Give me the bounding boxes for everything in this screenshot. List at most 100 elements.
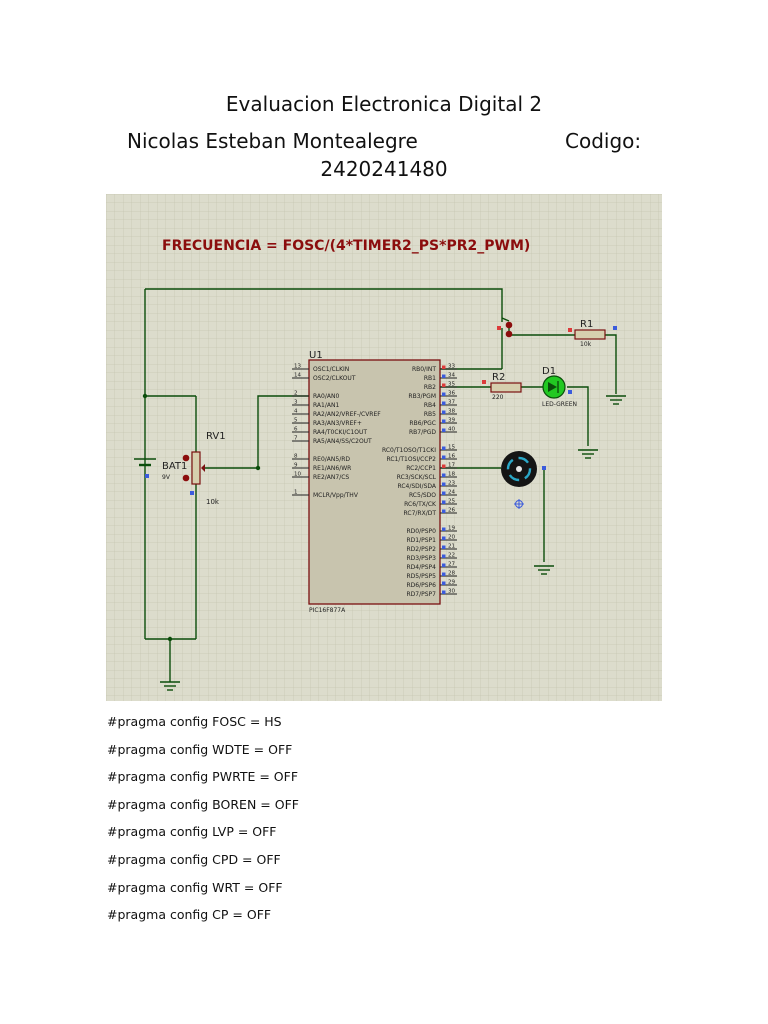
svg-text:BAT1: BAT1	[162, 461, 187, 472]
mcu-pin-left: 13 OSC1/CLKIN	[292, 364, 349, 373]
led-d1: D1 LED-GREEN	[542, 366, 577, 408]
mcu-pin-right: 30 RD7/PSP7	[407, 589, 457, 598]
circuit-schematic: FRECUENCIA = FOSC/(4*TIMER2_PS*PR2_PWM)	[106, 194, 662, 701]
code-line: #pragma config WRT = OFF	[107, 879, 283, 895]
pin-number: 26	[448, 508, 455, 514]
resistor-r2: R2 220	[482, 372, 522, 401]
pin-name: RD6/PSP6	[407, 582, 437, 589]
pin-number: 19	[448, 526, 455, 532]
potentiometer-rv1: RV1 10k	[182, 431, 226, 506]
pin-number: 5	[294, 418, 298, 424]
pin-number: 37	[448, 400, 455, 406]
pin-name: RC3/SCK/SCL	[397, 474, 437, 481]
svg-text:PIC16F877A: PIC16F877A	[309, 607, 346, 614]
mcu-pin-right: 40 RB7/PGD	[409, 427, 457, 436]
pin-name: RE1/AN6/WR	[313, 465, 351, 472]
svg-text:RV1: RV1	[206, 431, 226, 442]
pin-name: RB1	[424, 375, 436, 382]
pin-name: RB5	[424, 411, 436, 418]
mcu-pin-right: 27 RD4/PSP4	[407, 562, 457, 571]
svg-text:LED-GREEN: LED-GREEN	[542, 401, 577, 408]
pin-number: 1	[294, 490, 298, 496]
pin-name: RA3/AN3/VREF+	[313, 420, 362, 427]
mcu-pin-right: 28 RD5/PSP5	[407, 571, 457, 580]
pin-number: 21	[448, 544, 455, 550]
svg-text:10k: 10k	[580, 341, 592, 348]
pin-number: 39	[448, 418, 455, 424]
pin-name: RD4/PSP4	[407, 564, 437, 571]
mcu-pin-right: 34 RB1	[424, 373, 457, 382]
ground-symbols	[160, 395, 626, 691]
mcu-pin-left: 7 RA5/AN4/SS/C2OUT	[292, 436, 372, 445]
mcu-right-pins: 33RB0/INT34RB135RB236RB3/PGM37RB438RB539…	[382, 364, 457, 598]
svg-text:9V: 9V	[162, 474, 171, 481]
svg-text:D1: D1	[542, 366, 556, 377]
pin-name: RA5/AN4/SS/C2OUT	[313, 438, 372, 445]
pin-number: 25	[448, 499, 455, 505]
pin-name: RD7/PSP7	[407, 591, 437, 598]
pin-number: 35	[448, 382, 455, 388]
pin-name: RB6/PGC	[409, 420, 436, 427]
pin-name: RB7/PGD	[409, 429, 436, 436]
pin-name: RB3/PGM	[408, 393, 436, 400]
pin-number: 36	[448, 391, 455, 397]
pin-name: OSC2/CLKOUT	[313, 375, 356, 382]
pin-number: 15	[448, 445, 455, 451]
code-line: #pragma config WDTE = OFF	[107, 741, 293, 757]
mcu-pin-right: 36 RB3/PGM	[408, 391, 457, 400]
pin-number: 18	[448, 472, 455, 478]
pin-number: 23	[448, 481, 455, 487]
pin-number: 28	[448, 571, 455, 577]
pin-name: RD5/PSP5	[407, 573, 437, 580]
pin-number: 27	[448, 562, 455, 568]
wires	[144, 288, 617, 682]
pin-number: 14	[294, 373, 301, 379]
pin-number: 7	[294, 436, 298, 442]
pin-number: 40	[448, 427, 455, 433]
codigo-label: Codigo:	[565, 129, 642, 153]
code-line: #pragma config CP = OFF	[107, 907, 272, 923]
code-line: #pragma config CPD = OFF	[107, 852, 281, 867]
pin-name: OSC1/CLKIN	[313, 366, 349, 373]
document-title: Evaluacion Electronica Digital 2	[225, 92, 543, 116]
pin-number: 8	[294, 454, 298, 460]
svg-text:U1: U1	[309, 350, 323, 361]
pin-number: 22	[448, 553, 455, 559]
resistor-r1: R1 10k	[568, 319, 617, 348]
pin-name: RC4/SDI/SDA	[397, 483, 436, 490]
pin-number: 4	[294, 409, 298, 415]
battery-bat1: BAT1 9V	[134, 458, 187, 481]
svg-text:10k: 10k	[206, 498, 220, 506]
pin-name: RA1/AN1	[313, 402, 339, 409]
code-line: #pragma config LVP = OFF	[107, 824, 277, 840]
pin-number: 3	[294, 400, 298, 406]
mcu-pin-left: 3 RA1/AN1	[292, 400, 339, 409]
pin-name: RA4/T0CKI/C1OUT	[313, 429, 367, 436]
pin-name: RC7/RX/DT	[404, 510, 437, 517]
pin-name: RD1/PSP1	[407, 537, 437, 544]
pin-name: RC1/T1OSI/CCP2	[386, 456, 436, 463]
pin-number: 34	[448, 373, 455, 379]
pin-name: RB0/INT	[412, 366, 436, 373]
pin-number: 30	[448, 589, 455, 595]
pin-name: RE2/AN7/CS	[313, 474, 349, 481]
pin-number: 13	[294, 364, 301, 370]
mcu-pin-left: 5 RA3/AN3/VREF+	[292, 418, 362, 427]
pin-number: 2	[294, 391, 298, 397]
svg-text:R2: R2	[492, 372, 505, 383]
